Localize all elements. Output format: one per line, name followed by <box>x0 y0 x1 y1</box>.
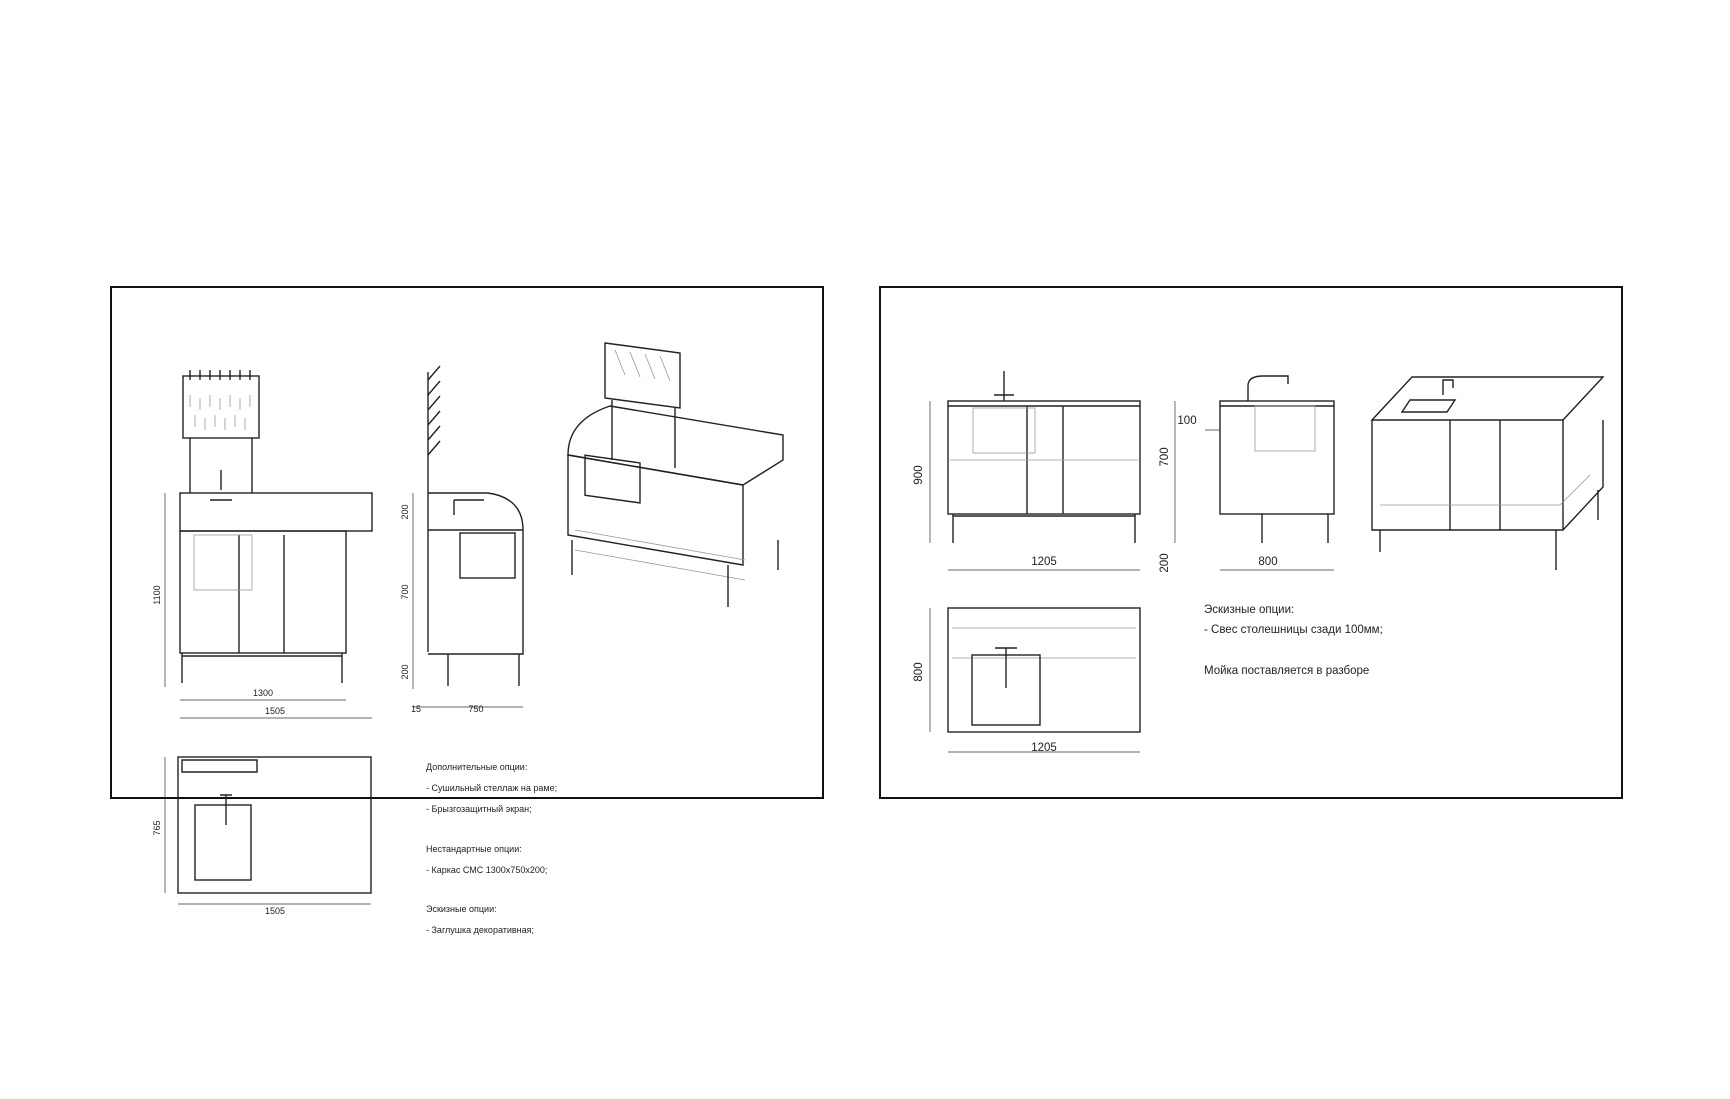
side-view-2: 100 700 200 800 <box>1159 375 1335 573</box>
rack-top <box>181 759 258 773</box>
sink-side <box>1254 405 1316 452</box>
rack-side-pegs <box>427 365 441 456</box>
side-view-1: 200 700 200 15 750 <box>400 365 524 714</box>
note-item: - Заглушка декоративная; <box>426 925 534 935</box>
dim-front-width: 1205 <box>1031 556 1057 568</box>
dimension-lines <box>164 493 372 719</box>
cabinet-body <box>947 400 1141 515</box>
drying-rack <box>182 375 260 439</box>
top-dimension-lines <box>929 608 1140 753</box>
note-heading-nonstandard: Нестандартные опции: <box>426 844 522 854</box>
iso-rack-posts <box>611 400 676 468</box>
iso-shelf <box>1380 474 1591 506</box>
legs <box>181 653 343 683</box>
legs <box>952 514 1136 543</box>
iso-faucet <box>1442 379 1454 395</box>
iso-view-2 <box>1370 376 1605 570</box>
dim-top-depth: 765 <box>152 820 162 835</box>
dim-side-depth: 750 <box>468 704 483 714</box>
iso-rack-pegs <box>614 349 671 382</box>
note-delivery: Мойка поставляется в разборе <box>1204 665 1369 677</box>
iso-legs <box>571 540 779 607</box>
rear-overhang-line <box>952 627 1136 659</box>
top-view-2: 800 1205 <box>913 607 1141 754</box>
iso-sink <box>1400 399 1457 413</box>
iso-body <box>567 454 744 566</box>
rack-pegs <box>189 370 251 430</box>
worktop-top <box>177 756 372 894</box>
note-item: - Свес столешницы сзади 100мм; <box>1204 624 1383 636</box>
iso-rack <box>604 342 681 409</box>
iso-doors <box>1449 420 1501 530</box>
dim-side-top: 200 <box>400 504 410 519</box>
sheet-2: 900 1205 100 700 200 800 <box>879 286 1623 799</box>
sheet-1-frame <box>110 286 824 799</box>
note-heading-additional: Дополнительные опции: <box>426 762 527 772</box>
side-legs <box>1261 514 1329 543</box>
dim-side-middle: 700 <box>400 584 410 599</box>
dim-front-inner-width: 1300 <box>253 688 273 698</box>
faucet <box>210 470 232 501</box>
dim-front-height: 900 <box>913 465 925 484</box>
faucet-side <box>453 499 484 515</box>
dim-side-offset: 15 <box>411 704 421 714</box>
side-legs <box>447 654 520 686</box>
dim-front-height: 1100 <box>152 585 162 604</box>
sink-top <box>194 804 252 881</box>
notes-2: Эскизные опции: - Свес столешницы сзади … <box>1204 604 1383 677</box>
dim-top-width: 1205 <box>1031 742 1057 754</box>
iso-shelf <box>574 529 746 581</box>
faucet-top <box>995 647 1017 688</box>
faucet <box>994 371 1014 401</box>
sink-bowl-hidden <box>972 407 1036 454</box>
iso-legs <box>1379 490 1599 570</box>
note-item: - Брызгозащитный экран; <box>426 804 532 814</box>
cabinet-doors <box>238 535 285 653</box>
worktop-top <box>947 607 1141 733</box>
note-heading-sketch: Эскизные опции: <box>426 904 497 914</box>
rack-posts <box>189 438 253 493</box>
sink-side <box>459 532 516 579</box>
note-item: - Сушильный стеллаж на раме; <box>426 783 557 793</box>
top-view-1: 765 1505 <box>152 756 372 916</box>
dimension-lines <box>929 401 1140 571</box>
top-dimension-lines <box>164 757 371 905</box>
side-dimension-lines <box>412 493 523 708</box>
iso-sink <box>584 454 641 504</box>
dim-side-depth: 800 <box>1258 556 1277 568</box>
dim-side-bottom: 200 <box>400 664 410 679</box>
dim-top-depth: 800 <box>913 662 925 681</box>
note-heading-sketch: Эскизные опции: <box>1204 604 1294 616</box>
sheet-1: 1100 1300 1505 200 700 200 15 750 <box>110 286 824 935</box>
sink-bowl-hidden <box>193 534 253 591</box>
dim-side-overhang: 100 <box>1177 415 1196 427</box>
iso-body <box>1371 420 1604 531</box>
front-view-2: 900 1205 <box>913 371 1141 571</box>
faucet-side <box>1247 375 1289 401</box>
dim-front-width: 1505 <box>265 706 285 716</box>
iso-splash-screen <box>567 405 784 486</box>
cabinet-body <box>179 530 347 654</box>
dim-top-width: 1505 <box>265 906 285 916</box>
iso-view-1 <box>567 342 784 607</box>
dim-side-bottom: 200 <box>1159 553 1171 572</box>
front-view-1: 1100 1300 1505 <box>152 370 373 719</box>
dim-side-middle: 700 <box>1159 447 1171 466</box>
side-dimension-lines <box>1174 401 1334 571</box>
notes-1: Дополнительные опции: - Сушильный стелла… <box>426 762 557 935</box>
note-item: - Каркас СМС 1300х750х200; <box>426 865 547 875</box>
side-body <box>1219 400 1335 515</box>
sheet-2-frame <box>879 286 1623 799</box>
faucet-top <box>220 794 232 825</box>
